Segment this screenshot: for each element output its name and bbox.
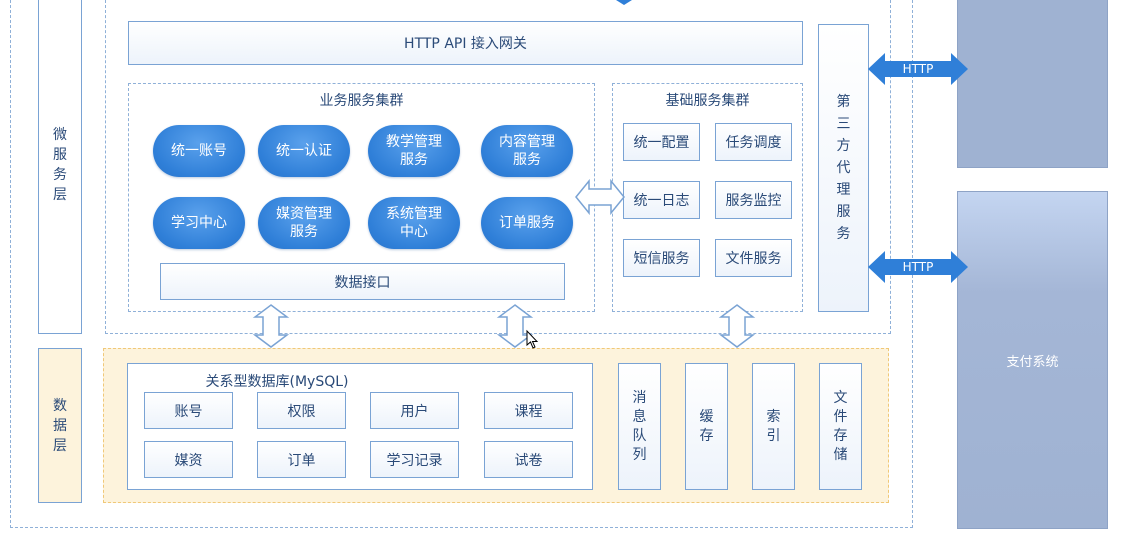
http-api-gateway: HTTP API 接入网关 [128, 21, 803, 65]
base-cluster-title: 基础服务集群 [665, 93, 750, 109]
storage-message-queue: 消 息 队 列 [618, 363, 661, 490]
service-order: 订单服务 [481, 197, 573, 249]
layer-link-arrow-3 [718, 304, 756, 348]
base-service-logging: 统一日志 [623, 181, 700, 219]
table-course: 课程 [484, 392, 573, 429]
micro-service-frame [105, 0, 891, 334]
table-user: 用户 [370, 392, 459, 429]
third-party-proxy-service: 第 三 方 代 理 服 务 [818, 24, 869, 312]
top-arrow-tip [616, 0, 632, 5]
table-order: 订单 [257, 441, 346, 478]
table-account: 账号 [144, 392, 233, 429]
http-arrow-top [868, 53, 968, 85]
service-system-management: 系统管理 中心 [368, 197, 460, 249]
payment-system: 支付系统 [957, 191, 1108, 529]
external-system-top [957, 0, 1108, 168]
service-unified-account: 统一账号 [153, 125, 245, 177]
service-content-management: 内容管理 服务 [481, 125, 573, 177]
storage-index: 索 引 [752, 363, 795, 490]
layer-link-arrow-1 [252, 304, 290, 348]
base-service-config: 统一配置 [623, 123, 700, 161]
service-media-management: 媒资管理 服务 [258, 197, 350, 249]
business-cluster-title: 业务服务集群 [319, 93, 404, 109]
service-unified-auth: 统一认证 [258, 125, 350, 177]
http-label-bottom: HTTP [902, 260, 934, 274]
http-arrow-bottom [868, 251, 968, 283]
base-service-monitoring: 服务监控 [715, 181, 792, 219]
table-media: 媒资 [144, 441, 233, 478]
cluster-link-arrow [575, 178, 625, 216]
database-title: 关系型数据库(MySQL) [205, 374, 349, 390]
micro-service-layer-label: 微 服 务 层 [38, 0, 82, 334]
http-label-top: HTTP [902, 62, 934, 76]
storage-file: 文 件 存 储 [819, 363, 862, 490]
base-service-sms: 短信服务 [623, 239, 700, 277]
data-layer-label: 数 据 层 [38, 348, 82, 503]
service-learning-center: 学习中心 [153, 197, 245, 249]
data-interface: 数据接口 [160, 263, 565, 300]
table-permission: 权限 [257, 392, 346, 429]
table-learning-record: 学习记录 [370, 441, 459, 478]
service-teaching-management: 教学管理 服务 [368, 125, 460, 177]
layer-link-arrow-2 [496, 304, 534, 348]
base-service-file: 文件服务 [715, 239, 792, 277]
table-exam-paper: 试卷 [484, 441, 573, 478]
mouse-cursor-icon [526, 329, 539, 349]
base-service-scheduling: 任务调度 [715, 123, 792, 161]
storage-cache: 缓 存 [685, 363, 728, 490]
